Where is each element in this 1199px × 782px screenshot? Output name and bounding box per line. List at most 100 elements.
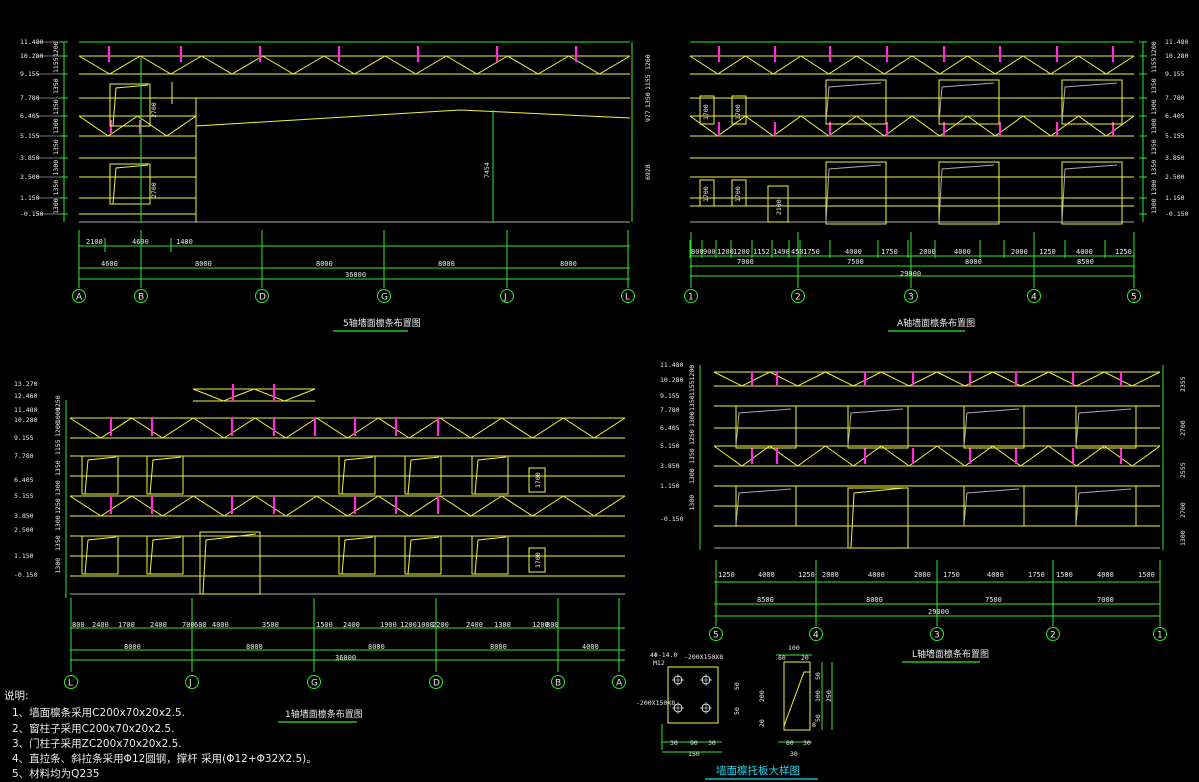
elevA-window-bay [825,79,887,125]
elevA-dim1: 900 [703,248,716,256]
elevL-truss-brace [1048,371,1105,387]
elev1-door [199,531,261,595]
elev1-axis-J-label: J [188,679,192,689]
elevA-axis-3-bubble [904,289,918,303]
elev1-window-lower [146,535,184,575]
elev5-truss-brace [139,55,202,75]
elevL-truss2-brace [825,445,882,467]
elev1-window-upper-glass [149,456,182,495]
elev5-left-dim: 1155 [52,57,60,73]
elev5-axis-G-label: G [381,293,388,303]
elevA-small-window [699,179,715,207]
elev1-level: 5.155 [14,492,34,500]
elevA-level: 11.480 [1165,38,1189,46]
elev1-level: 1.150 [14,552,34,560]
elev1-window-lower-glass [341,536,374,575]
note-4: 4、直拉条、斜拉条采用Φ12圆钢，撑杆 采用(Φ12+Φ32X2.5)。 [12,752,317,765]
elevL-axis-2-bubble [1046,627,1060,641]
elevL-door [847,487,909,549]
elevL-right-dim: 1300 [1179,530,1187,546]
detail-dim-label: 150 [688,750,700,758]
elevL-dim1: 1500 [1056,571,1073,579]
elev1-left-dim: 1300 [54,515,62,531]
elevA-truss2-brace [745,115,802,137]
elevL-truss-brace [936,371,993,387]
elevL-dim1: 1250 [798,571,815,579]
elevL-window-upper-glass [735,408,792,447]
elevA-dim1: 1200 [733,248,750,256]
elev1-dim1: 2400 [466,621,483,629]
elevL-truss-brace [1104,371,1161,387]
elev1-window-lower [471,535,509,575]
elevL-level: 5.150 [660,442,680,450]
elev1-axis-D-bubble [429,675,443,689]
detail-dim-label: 50 [733,682,741,690]
elev5-left-dim: 1350 [52,139,60,155]
elev1-truss-brace [131,417,194,439]
elev5-vdim: 2700 [150,102,158,118]
elevL-truss2-brace [992,445,1049,467]
elev5-level: 11.480 [20,38,44,46]
elev1-window-lower-glass [474,536,507,575]
note-3: 3、门柱子采用ZC200x70x20x2.5. [12,737,182,750]
elevA-right-dim: 1300 [1150,180,1158,196]
elev1-window-upper-glass [84,456,117,495]
elev1-window-upper [146,455,184,495]
elev1-axis-L-label: L [68,679,73,689]
elevL-level: 7.780 [660,406,680,414]
elevA-window-bay-glass [938,82,995,123]
elevA-dim2: 8000 [965,258,982,266]
elev1-dim1: 1900 [380,621,397,629]
detail-dim-label: 100 [814,690,822,702]
elev5-level: 7.780 [20,94,40,102]
elevL-truss2-brace [1048,445,1105,467]
elev1-truss2-brace [254,495,317,517]
elev5-level: 9.155 [20,70,40,78]
note-2: 2、窗柱子采用C200x70x20x2.5. [12,722,174,735]
elev1-window-upper [404,455,442,495]
elev1-truss2-brace [563,495,626,517]
elev1-truss2-brace [501,495,564,517]
elev5-truss-low-brace [137,115,197,137]
elevA-right-dim: 1300 [1150,118,1158,134]
note-1: 1、墙面檩条采用C200x70x20x2.5. [12,706,185,719]
elev1-dim1: 800 [546,621,559,629]
elevL-left-dim: 1155 [688,380,696,396]
elevL-dim1: 2000 [822,571,839,579]
elev1-truss-brace [69,417,132,439]
elevL-truss-brace [825,371,882,387]
elevL-window-upper [1075,405,1137,449]
detail-dim-label: 30 [708,739,716,747]
elev1-left-dim: 1300 [54,480,62,496]
elevA-dim1: 800 [691,248,704,256]
elevA-right-dim: 1300 [1150,198,1158,214]
elevA-axis-3-label: 3 [908,293,914,303]
elevL-window-upper-glass [847,408,904,447]
elev1-small-window [528,467,546,493]
elev1-vdim: 1700 [534,472,542,488]
elevA-dim2: 8500 [1077,258,1094,266]
elev5-truss-brace [201,55,263,75]
elevA-window-bay-low [1061,161,1123,225]
elev1-left-dim: 1155 [54,439,62,455]
elev1-left-dim: 1200 [54,421,62,437]
elev1-window-lower-glass [149,536,182,575]
detail-plate-side [783,661,811,731]
elevL-level: 11.480 [660,361,684,369]
elevL-truss-brace [769,371,826,387]
elevL-window-upper [847,405,909,449]
elevL-truss2-brace [713,445,771,467]
elev5-level: -0.150 [20,210,44,218]
elev1-dim2: 8000 [368,643,385,651]
elev5-truss-brace [568,55,631,75]
elevL-dim2: 7500 [985,596,1002,604]
elevA-window-bay-low-glass [1061,164,1118,223]
elev5-window-upper-glass [112,84,149,127]
elev1-level: 13.270 [14,380,38,388]
elev1-axis-B-bubble [551,675,565,689]
elevA-small-window [731,95,747,125]
elev1-dim1: 1500 [316,621,333,629]
elevL-dim1: 1750 [1028,571,1045,579]
elevA-window-bay-low-glass [938,164,995,223]
elev5-truss-brace [384,55,447,75]
